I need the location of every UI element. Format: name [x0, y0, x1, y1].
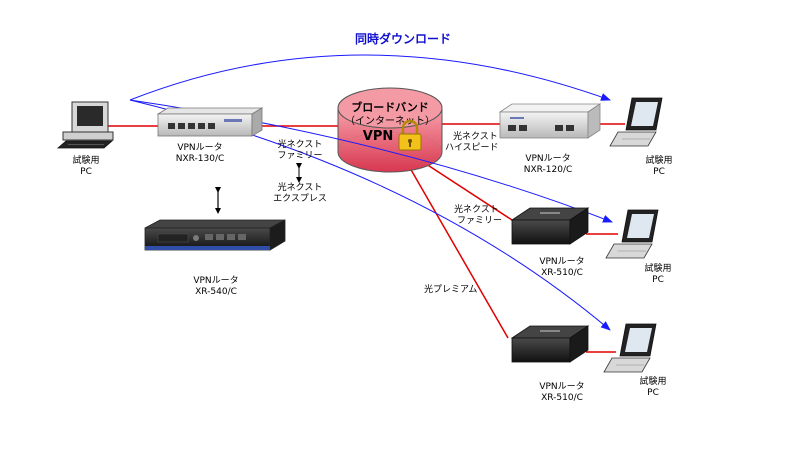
- router-xr540-image: [144, 219, 286, 251]
- router-xr510b-label-line2: XR-510/C: [541, 393, 583, 403]
- link-label-left-family-line2: ファミリー: [277, 151, 322, 161]
- laptop-pc2-icon: [605, 209, 659, 259]
- link-label-right-family-line1: 光ネクスト: [454, 203, 499, 215]
- cloud-label-line1: ブロードバンド: [351, 100, 429, 114]
- link-label-right-family-line2: ファミリー: [457, 216, 502, 226]
- link-cloud-to-xr510b: [409, 167, 509, 339]
- cloud-label-line2: （インターネット）: [345, 115, 435, 127]
- router-nxr120-label-line1: VPNルータ: [525, 153, 570, 164]
- pc-right1-label-line1: 試験用: [645, 154, 672, 166]
- link-label-right-hispeed-line1: 光ネクスト: [453, 130, 498, 142]
- router-xr510a-image: [510, 207, 590, 245]
- router-nxr130-image: [156, 107, 264, 137]
- link-label-left-express-line2: エクスプレス: [273, 193, 327, 204]
- diagram-title: 同時ダウンロード: [355, 31, 451, 46]
- broadband-vpn-cloud: ブロードバンド （インターネット） VPN: [337, 87, 443, 173]
- pc-right2-label-line1: 試験用: [644, 262, 671, 274]
- link-label-left-express-line1: 光ネクスト: [278, 181, 323, 193]
- router-xr510b-label-line1: VPNルータ: [539, 381, 584, 392]
- padlock-icon: [398, 119, 422, 151]
- router-xr510a-label-line2: XR-510/C: [541, 268, 583, 278]
- router-nxr120-label-line2: NXR-120/C: [524, 165, 573, 175]
- router-nxr130-label-line2: NXR-130/C: [176, 154, 225, 164]
- link-cloud-to-xr510a: [419, 159, 513, 221]
- desktop-pc-icon: [56, 101, 114, 149]
- pc-left-label-line1: 試験用: [72, 154, 99, 166]
- pc-right2-label-line2: PC: [652, 275, 664, 285]
- link-label-right-hispeed-line2: ハイスピード: [445, 142, 499, 153]
- router-nxr130-label-line1: VPNルータ: [177, 142, 222, 153]
- router-xr510a-label-line1: VPNルータ: [539, 256, 584, 267]
- pc-right1-label-line2: PC: [653, 167, 665, 177]
- router-xr540-label-line2: XR-540/C: [195, 287, 237, 297]
- cloud-label-line3: VPN: [363, 129, 393, 144]
- router-nxr120-image: [498, 103, 602, 139]
- pc-left-label-line2: PC: [80, 167, 92, 177]
- connection-lines: [108, 123, 625, 353]
- router-xr510b-image: [510, 325, 590, 363]
- pc-right3-label-line1: 試験用: [639, 375, 666, 387]
- link-label-right-premium: 光プレミアム: [424, 283, 477, 295]
- router-xr540-label-line1: VPNルータ: [193, 275, 238, 286]
- pc-right3-label-line2: PC: [647, 388, 659, 398]
- download-arrow-to-pc1: [129, 54, 611, 101]
- link-label-left-family-line1: 光ネクスト: [278, 138, 323, 150]
- laptop-pc3-icon: [603, 323, 657, 373]
- laptop-pc1-icon: [609, 97, 663, 147]
